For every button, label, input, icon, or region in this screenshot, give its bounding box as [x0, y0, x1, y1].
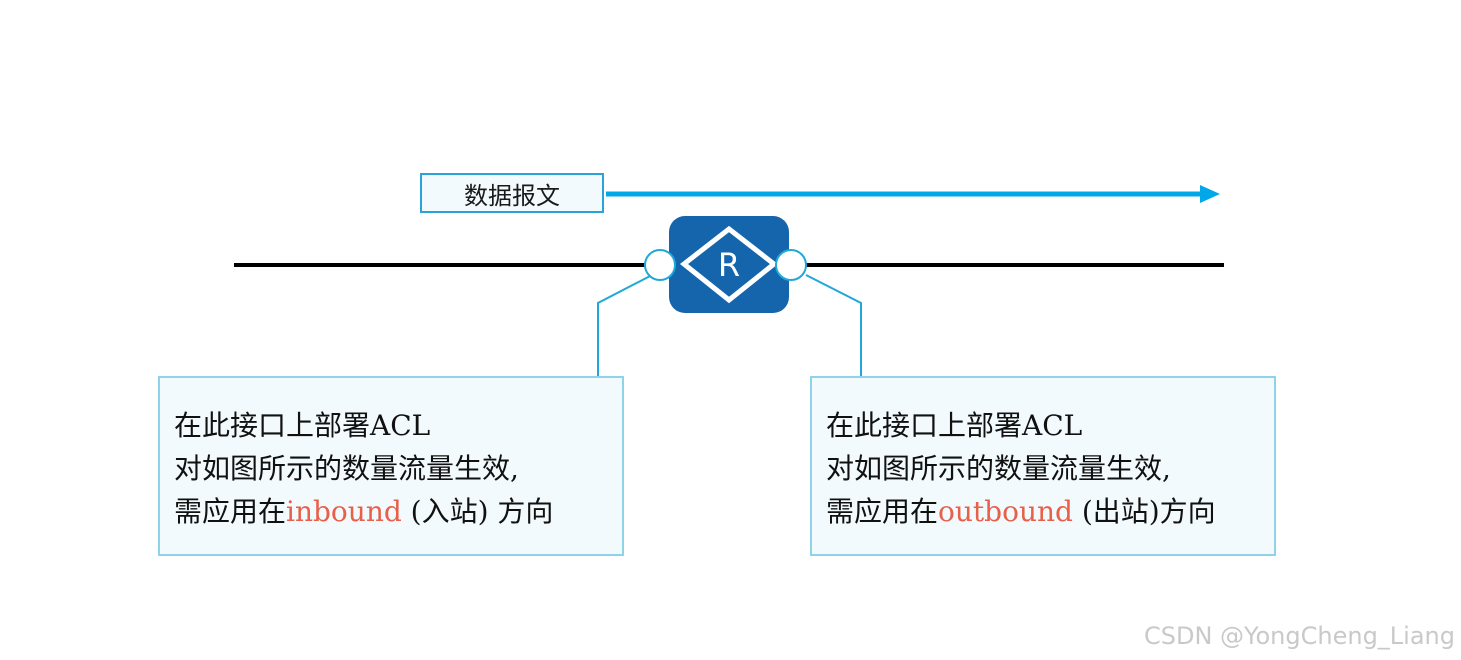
note-inbound-line3: 需应用在inbound (入站) 方向: [174, 490, 622, 533]
interface-port-outbound[interactable]: [775, 249, 807, 281]
router-letter: R: [718, 246, 740, 284]
note-outbound-line3-suffix: (出站)方向: [1072, 495, 1216, 528]
connector-inbound: [597, 274, 653, 376]
note-inbound-line3-suffix: (入站) 方向: [401, 495, 554, 528]
interface-port-inbound[interactable]: [644, 249, 676, 281]
note-outbound-keyword: outbound: [938, 495, 1073, 528]
note-outbound-line3: 需应用在outbound (出站)方向: [826, 490, 1274, 533]
note-inbound-line1: 在此接口上部署ACL: [174, 409, 431, 442]
connector-outbound: [805, 274, 862, 376]
note-inbound-line3-prefix: 需应用在: [174, 495, 287, 528]
router-body: [669, 216, 789, 313]
note-inbound-line2: 对如图所示的数量流量生效,: [174, 452, 519, 485]
router-icon: R: [669, 216, 789, 313]
traffic-arrow-head: [1200, 185, 1220, 203]
watermark: CSDN @YongCheng_Liang: [1143, 622, 1455, 650]
note-outbound-line1: 在此接口上部署ACL: [826, 409, 1083, 442]
note-inbound: 在此接口上部署ACL 对如图所示的数量流量生效, 需应用在inbound (入站…: [158, 376, 624, 556]
packet-label: 数据报文: [420, 173, 604, 213]
note-outbound-line2: 对如图所示的数量流量生效,: [826, 452, 1171, 485]
note-outbound-line3-prefix: 需应用在: [826, 495, 939, 528]
router-diamond: [679, 225, 779, 304]
note-inbound-keyword: inbound: [286, 495, 402, 528]
note-outbound: 在此接口上部署ACL 对如图所示的数量流量生效, 需应用在outbound (出…: [810, 376, 1276, 556]
